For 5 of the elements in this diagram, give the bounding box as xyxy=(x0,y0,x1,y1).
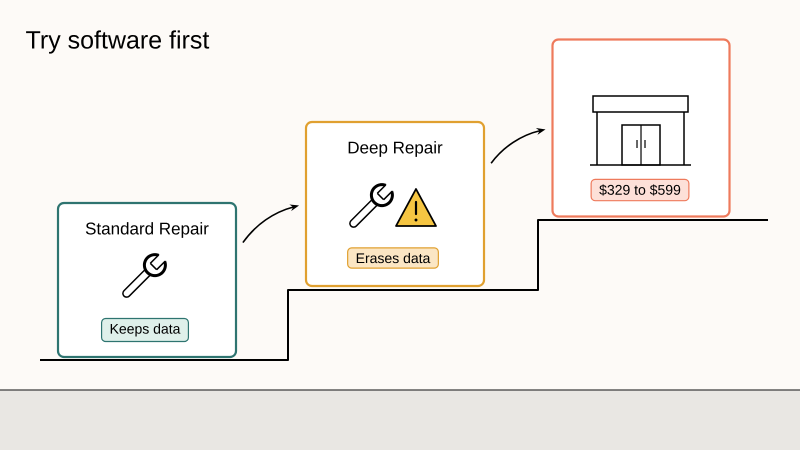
title: Try software first xyxy=(26,30,210,54)
repair-card xyxy=(551,38,731,218)
data-badge: Keeps data xyxy=(100,318,190,342)
data-badge: Erases data xyxy=(347,247,439,269)
data-badge: $329 to $599 xyxy=(590,178,690,202)
